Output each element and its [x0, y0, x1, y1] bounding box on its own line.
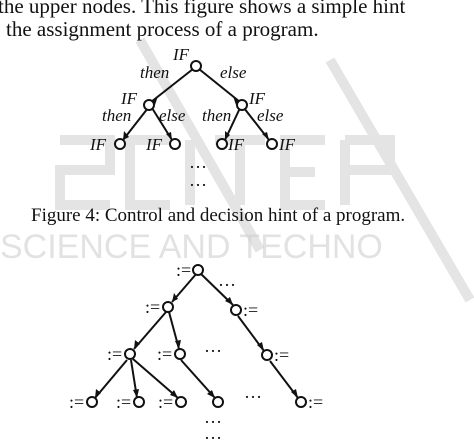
body-text-line-1: the upper nodes. This figure shows a sim…: [0, 0, 406, 18]
fig4-edge: [122, 107, 149, 141]
fig5-node: [174, 348, 186, 360]
fig5-ellipsis: …: [204, 336, 222, 356]
fig4-label-if: IF: [145, 135, 163, 154]
fig4-label-if: IF: [278, 135, 296, 154]
fig4-label-else: else: [220, 63, 247, 82]
fig5-edge: [94, 359, 128, 399]
fig4-arrowhead: [166, 132, 172, 140]
fig4-node-root: [190, 60, 202, 72]
fig5-node: [124, 348, 136, 360]
figure-4-caption: Figure 4: Control and decision hint of a…: [31, 205, 406, 226]
fig4-label-if: IF: [227, 135, 245, 154]
fig4-label-if: IF: [89, 135, 107, 154]
fig5-arrowhead: [257, 342, 264, 351]
fig4-arrowhead: [262, 132, 269, 140]
fig5-ellipsis: …: [204, 423, 222, 441]
fig5-node: [86, 396, 98, 408]
fig4-label-if: IF: [120, 89, 138, 108]
fig5-label-assign: :=: [145, 297, 160, 317]
fig5-ellipsis: …: [204, 407, 222, 427]
fig5-label-assign: :=: [274, 345, 289, 365]
fig4-label-if: IF: [172, 45, 190, 64]
fig5-arrowhead: [172, 293, 178, 302]
fig4-node: [216, 138, 228, 150]
fig4-label-then: then: [202, 106, 231, 125]
fig5-node: [261, 349, 273, 361]
fig4-ellipsis: …: [189, 152, 207, 172]
fig5-node: [175, 396, 187, 408]
fig5-node: [230, 304, 242, 316]
fig4-node: [169, 138, 181, 150]
fig4-node: [266, 138, 278, 150]
fig4-label-else: else: [257, 106, 284, 125]
fig5-arrowhead: [133, 389, 139, 398]
fig4-node: [143, 99, 155, 111]
fig5-label-assign: :=: [116, 392, 131, 412]
fig5-arrowhead: [225, 297, 233, 305]
fig5-arrowhead: [170, 390, 178, 398]
fig5-label-assign: :=: [157, 344, 172, 364]
fig4-label-then: then: [102, 106, 131, 125]
fig4-label-then: then: [140, 63, 169, 82]
fig4-arrowhead: [225, 131, 230, 140]
fig4-label-else: else: [159, 106, 186, 125]
fig5-edge: [132, 358, 179, 399]
fig5-ellipsis: …: [244, 382, 262, 402]
fig5-label-assign: :=: [176, 260, 191, 280]
fig5-edge: [180, 359, 216, 399]
fig5-node-root: [192, 264, 204, 276]
body-text-line-2: the assignment process of a program.: [6, 17, 319, 41]
fig5-label-assign: :=: [243, 300, 258, 320]
fig5-label-assign: :=: [69, 392, 84, 412]
fig5-arrowhead: [175, 340, 181, 349]
fig5-label-assign: :=: [107, 344, 122, 364]
fig5-node: [162, 301, 174, 313]
fig5-node: [295, 396, 307, 408]
fig5-ellipsis: …: [218, 270, 236, 290]
fig5-label-assign: :=: [158, 392, 173, 412]
fig5-arrowhead: [291, 389, 298, 398]
fig4-edge: [150, 68, 194, 103]
fig4-node: [236, 99, 248, 111]
fig4-node: [114, 138, 126, 150]
fig5-edge: [133, 311, 167, 350]
fig5-label-assign: :=: [308, 392, 323, 412]
fig5-arrowhead: [207, 390, 215, 398]
fig5-node: [212, 396, 224, 408]
fig4-arrowhead: [123, 131, 129, 140]
fig5-node: [133, 396, 145, 408]
fig4-ellipsis: …: [189, 170, 207, 190]
fig5-arrowhead: [95, 389, 101, 398]
fig5-arrowhead: [134, 340, 140, 349]
fig4-label-if: IF: [248, 89, 266, 108]
